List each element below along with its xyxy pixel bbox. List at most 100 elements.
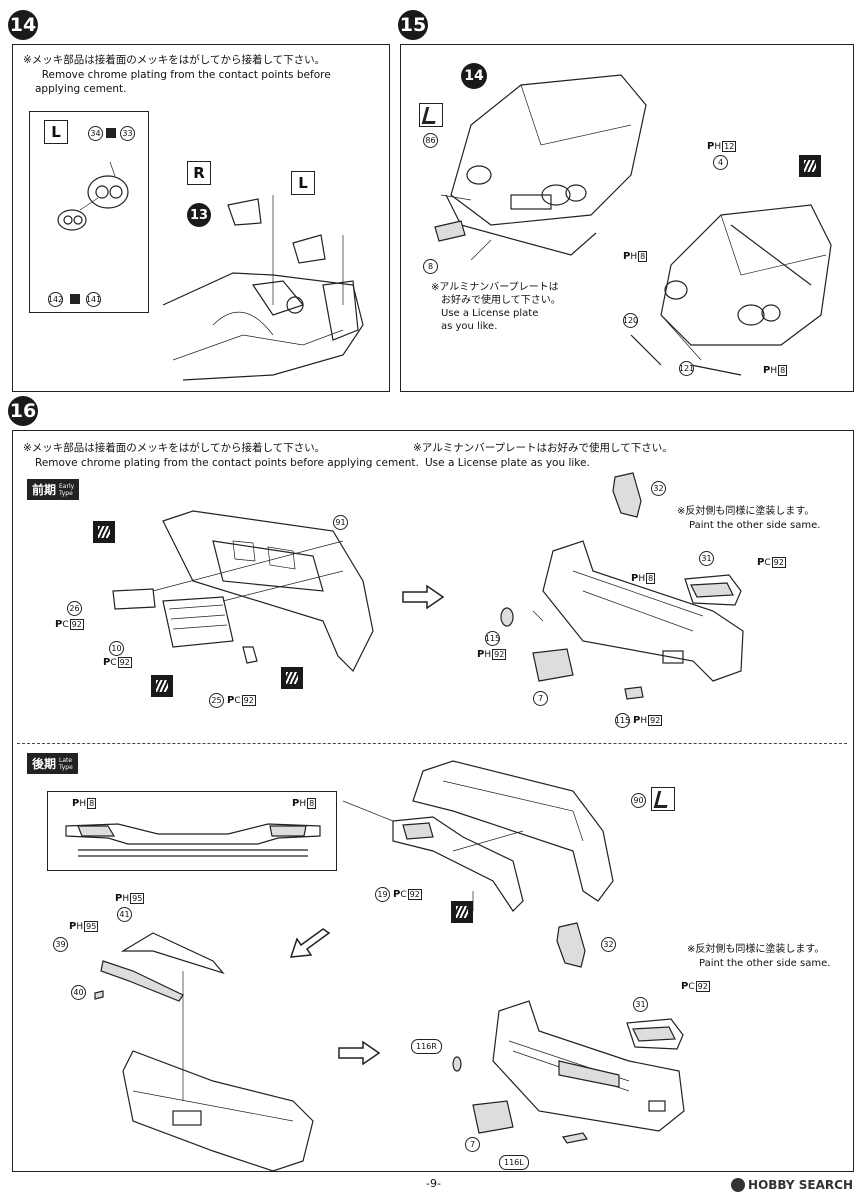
side-label-r: R <box>187 161 211 185</box>
step-number-15: 15 <box>398 10 428 40</box>
part-callout: 32 <box>601 937 616 952</box>
chrome-mark-icon <box>70 294 80 304</box>
step-16-chrome-note: ※メッキ部品は接着面のメッキをはがしてから接着して下さい。 Remove chr… <box>23 442 419 469</box>
late-bumper-assembled-drawing <box>492 1000 685 1132</box>
car-front-drawing-1 <box>440 74 647 261</box>
reflector-drawing <box>500 607 514 627</box>
part-callout: 115 <box>485 631 500 646</box>
ref-step-14: 14 <box>461 63 487 89</box>
part-callout: 31 <box>633 997 648 1012</box>
arrow-right-icon <box>402 585 445 609</box>
part-callout: 25 <box>209 693 224 708</box>
tail-light-drawing <box>626 1018 684 1050</box>
ref-step-13: 13 <box>187 203 211 227</box>
part-callout: 31 <box>699 551 714 566</box>
arrow-down-left-icon <box>289 928 331 958</box>
reflector-drawing <box>452 1056 462 1072</box>
step-16-panel: ※メッキ部品は接着面のメッキをはがしてから接着して下さい。 Remove chr… <box>12 430 854 1172</box>
paint-badge-icon <box>799 155 821 177</box>
part-callout: 7 <box>465 1137 480 1152</box>
part-callout: 91 <box>333 515 348 530</box>
grille-drawing <box>65 823 321 857</box>
watermark-logo-icon <box>731 1178 746 1192</box>
paint-badge-icon <box>451 901 473 923</box>
step-number-14: 14 <box>8 10 38 40</box>
arrow-right-icon <box>338 1041 381 1065</box>
step-14-inset: L 34 33 142 141 <box>29 111 149 313</box>
part-callout: 141 <box>86 292 101 307</box>
part-callout: 4 <box>713 155 728 170</box>
cement-icon <box>419 103 443 127</box>
late-bumper-front-drawing <box>94 932 314 1172</box>
part-callout: 120 <box>623 313 638 328</box>
car-front-drawing-2 <box>630 204 832 376</box>
paint-badge-icon <box>93 521 115 543</box>
part-callout: 116R <box>411 1039 442 1054</box>
part-callout: 90 <box>631 793 646 808</box>
part-callout: 121 <box>679 361 694 376</box>
part-callout: 7 <box>533 691 548 706</box>
step-16-plate-note: ※アルミナンバープレートはお好みで使用して下さい。 Use a License … <box>413 442 673 469</box>
chrome-mark-icon <box>106 128 116 138</box>
part-callout: 34 <box>88 126 103 141</box>
headlight-parts-drawing <box>57 161 129 231</box>
reflector-drawing <box>562 1132 588 1144</box>
part-callout: 142 <box>48 292 63 307</box>
part-callout: 86 <box>423 133 438 148</box>
cement-icon <box>651 787 675 811</box>
side-label-l: L <box>44 120 68 144</box>
paint-other-note: ※反対側も同様に塗装します。 Paint the other side same… <box>677 506 821 531</box>
late-bumper-drawing <box>342 760 614 912</box>
part-callout: 116L <box>499 1155 529 1170</box>
step-15-panel: 86 14 8 ※アルミナンバープレートは お好みで使用して下さい。 Use a… <box>400 44 854 392</box>
part-callout: 26 <box>67 601 82 616</box>
part-callout: 41 <box>117 907 132 922</box>
part-callout: 19 <box>375 887 390 902</box>
bracket-part-drawing <box>612 472 642 518</box>
step-number-16: 16 <box>8 396 38 426</box>
early-bumper-assembled-drawing <box>532 540 744 682</box>
reflector-drawing <box>624 686 644 700</box>
part-callout: 39 <box>53 937 68 952</box>
part-callout: 115 <box>615 713 630 728</box>
license-note: ※アルミナンバープレートは お好みで使用して下さい。 Use a License… <box>431 282 561 332</box>
step-14-panel: ※メッキ部品は接着面のメッキをはがしてから接着して下さい。 Remove chr… <box>12 44 390 392</box>
paint-badge-icon <box>281 667 303 689</box>
license-plate-drawing <box>434 220 466 242</box>
part-callout: 8 <box>423 259 438 274</box>
early-bumper-drawing <box>112 510 374 673</box>
watermark: HOBBY SEARCH <box>731 1178 853 1192</box>
page-number: -9- <box>426 1177 441 1190</box>
bracket-part-drawing <box>556 922 586 968</box>
paint-badge-icon <box>151 675 173 697</box>
type-divider <box>17 743 847 744</box>
license-plate-drawing <box>472 1100 514 1134</box>
part-callout: 40 <box>71 985 86 1000</box>
part-callout: 33 <box>120 126 135 141</box>
part-callout: 10 <box>109 641 124 656</box>
tail-light-drawing <box>684 574 742 606</box>
license-plate-drawing <box>532 648 574 682</box>
side-label-l2: L <box>291 171 315 195</box>
step-14-note: ※メッキ部品は接着面のメッキをはがしてから接着して下さい。 Remove chr… <box>23 54 331 95</box>
part-callout: 32 <box>651 481 666 496</box>
